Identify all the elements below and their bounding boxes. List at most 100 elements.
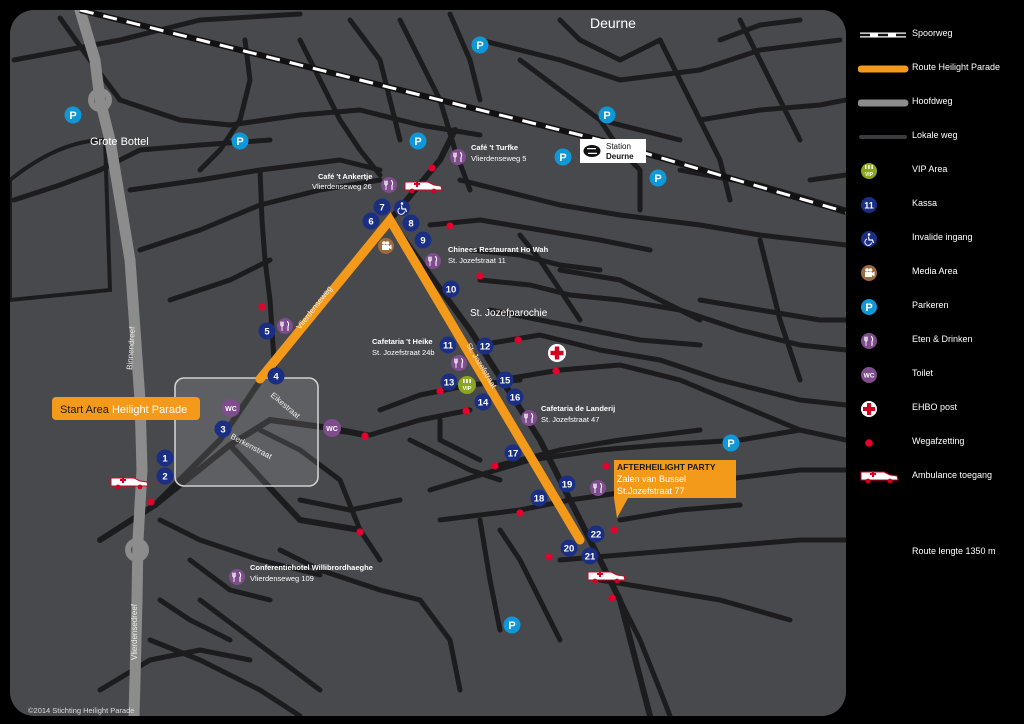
local-road-symbol — [859, 135, 907, 139]
svg-text:14: 14 — [478, 398, 489, 409]
roadblocks — [147, 164, 618, 602]
kassa-markers: 1 2 3 4 5 6 7 8 9 10 11 12 13 14 15 16 1… — [156, 198, 605, 565]
roundabout-north — [88, 88, 112, 112]
ambulance-icon — [110, 477, 149, 490]
legend-lokaleweg: Lokale weg — [858, 127, 1024, 147]
place-grote-bottel: Grote Bottel — [90, 136, 149, 148]
legend-eten: Eten & Drinken — [858, 331, 1024, 351]
roadblock — [514, 336, 522, 344]
svg-text:P: P — [603, 110, 610, 122]
legend-hoofdweg: Hoofdweg — [858, 93, 1024, 113]
toilet-icon: WC — [323, 419, 341, 437]
start-area-label: Start Area Heilight Parade — [52, 397, 200, 420]
legend-parkeren: P Parkeren — [858, 297, 1024, 317]
map-area — [10, 10, 846, 716]
svg-text:P: P — [727, 438, 734, 450]
street-vlierdensedreef: Vlierdensedreef — [130, 603, 139, 660]
svg-text:WC: WC — [326, 426, 338, 433]
svg-text:VIP: VIP — [463, 386, 472, 392]
kassa-marker: 12 — [476, 337, 494, 355]
svg-text:8: 8 — [408, 219, 413, 230]
svg-text:9: 9 — [420, 236, 425, 247]
poi-willi-addr: Vlierdenseweg 109 — [250, 574, 314, 583]
poi-landerij-name: Cafetaria de Landerij — [541, 404, 615, 413]
poi-labels: Café 't Ankertje Vlierdenseweg 26 Café '… — [250, 143, 615, 583]
kassa-marker: 18 — [530, 489, 548, 507]
roadblock — [462, 407, 470, 415]
ambulance-icon — [860, 471, 899, 484]
poi-howah-addr: St. Jozefstraat 11 — [448, 256, 506, 265]
kassa-marker: 9 — [414, 231, 432, 249]
place-jozefparochie: St. Jozefparochie — [470, 308, 548, 319]
kassa-marker: 8 — [402, 214, 420, 232]
kassa-marker: 7 — [373, 198, 391, 216]
wheelchair-icon — [394, 200, 410, 216]
poi-heike-name: Cafetaria 't Heike — [372, 337, 433, 346]
fork-knife-icon — [521, 410, 537, 426]
fork-knife-icon — [590, 480, 606, 496]
kassa-marker: 5 — [258, 322, 276, 340]
svg-text:16: 16 — [510, 393, 521, 404]
place-deurne: Deurne — [590, 15, 636, 31]
ambulance-icon — [587, 571, 626, 584]
poi-landerij-addr: St. Jozefstraat 47 — [541, 415, 599, 424]
route-length: Route lengte 1350 m — [912, 546, 996, 556]
kassa-marker: 10 — [442, 280, 460, 298]
roadblock — [147, 498, 155, 506]
kassa-marker: 4 — [267, 367, 285, 385]
parking-icon: P — [649, 169, 667, 187]
kassa-marker: 2 — [156, 467, 174, 485]
ambulance-markers — [110, 181, 626, 584]
parking-icon: P — [64, 106, 82, 124]
svg-text:P: P — [236, 136, 243, 148]
svg-text:20: 20 — [564, 544, 575, 555]
poi-turfke-addr: Vlierdenseweg 5 — [471, 154, 526, 163]
poi-turfke-name: Café 't Turfke — [471, 143, 518, 152]
svg-text:22: 22 — [591, 530, 602, 541]
roadblock — [545, 553, 553, 561]
svg-text:6: 6 — [368, 217, 373, 228]
roadblock — [491, 462, 499, 470]
parade-route — [255, 212, 585, 545]
kassa-marker: 20 — [560, 539, 578, 557]
legend-wegafzetting: Wegafzetting — [858, 433, 1024, 453]
legend-kassa: 11 Kassa — [858, 195, 1024, 215]
vip-icon: VIP — [458, 376, 476, 394]
svg-text:11: 11 — [443, 341, 454, 352]
station-line2: Deurne — [606, 152, 634, 161]
ehbo-icon — [548, 344, 566, 362]
svg-text:7: 7 — [379, 203, 384, 214]
svg-text:4: 4 — [273, 372, 279, 383]
roadblock — [446, 222, 454, 230]
legend-media: Media Area — [858, 263, 1024, 283]
legend-ambulance: Ambulance toegang — [858, 467, 1024, 487]
parking-icon: P — [722, 434, 740, 452]
afterparty-line2: St.Jozefstraat 77 — [617, 486, 685, 496]
svg-text:17: 17 — [508, 449, 519, 460]
fork-knife-icon — [381, 177, 397, 193]
start-area-box — [174, 377, 319, 487]
roadblock — [428, 164, 436, 172]
poi-ankertje-name: Café 't Ankertje — [318, 172, 372, 181]
parking-icon: P — [471, 36, 489, 54]
kassa-marker: 3 — [214, 420, 232, 438]
svg-text:P: P — [476, 40, 483, 52]
svg-text:3: 3 — [220, 425, 225, 436]
svg-text:18: 18 — [534, 494, 545, 505]
roadblock — [476, 272, 484, 280]
roadblock — [608, 594, 616, 602]
kassa-marker: 19 — [558, 475, 576, 493]
svg-text:P: P — [69, 110, 76, 122]
grote-bottel-block — [10, 137, 113, 303]
svg-text:13: 13 — [444, 378, 455, 389]
station-line1: Station — [606, 142, 631, 151]
svg-text:12: 12 — [480, 342, 491, 353]
kassa-marker: 21 — [581, 547, 599, 565]
roadblock — [602, 462, 610, 470]
parking-markers: P P P P P P P P P — [64, 36, 740, 634]
parking-icon: P — [861, 299, 877, 315]
toilet-markers: WC WC — [222, 399, 341, 437]
svg-text:21: 21 — [585, 552, 596, 563]
poi-howah-name: Chinees Restaurant Ho Wah — [448, 245, 549, 254]
